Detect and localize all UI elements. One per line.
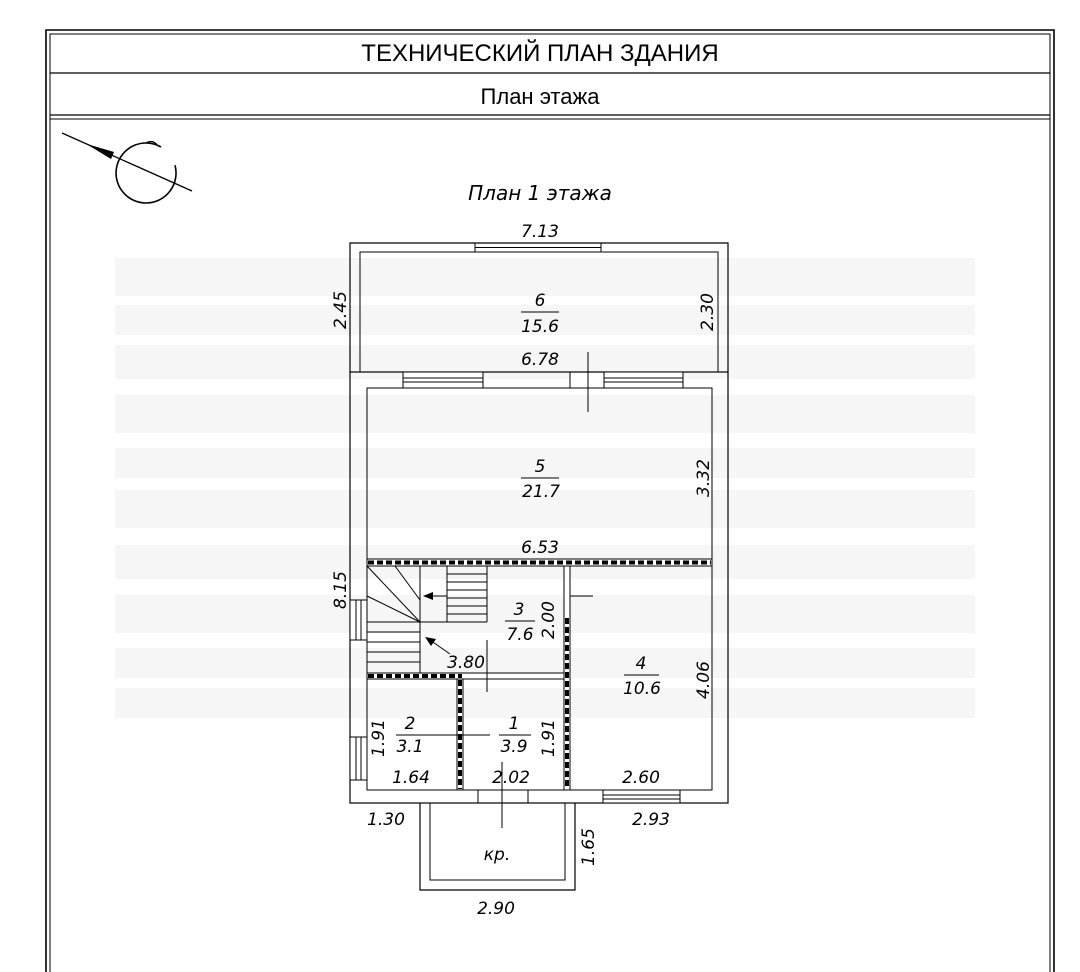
dimension-label: 7.13: [521, 222, 559, 242]
north-arrow-line: [61, 132, 193, 192]
watermark-band: [115, 395, 975, 433]
window-frame: [402, 371, 484, 389]
room-label-1: 1 3.9: [499, 714, 531, 757]
window-frame: [349, 736, 368, 781]
dimension-label: 2.00: [539, 601, 559, 639]
dimension-label: 6.78: [521, 350, 559, 370]
frame-inner-border: [49, 33, 1051, 972]
sheet-title: ТЕХНИЧЕСКИЙ ПЛАН ЗДАНИЯ: [361, 39, 718, 67]
compass-tick: [145, 140, 159, 147]
stair-arrow-head: [425, 637, 436, 646]
floor-plan-title: План 1 этажа: [468, 181, 612, 205]
room-number: 4: [636, 654, 647, 674]
dimension-label: 2.45: [331, 291, 351, 329]
entrance-door: [477, 762, 529, 828]
door-gap: [479, 791, 527, 802]
stair-winder: [366, 565, 421, 623]
window-frame: [603, 371, 684, 389]
partition-outline: [366, 672, 565, 680]
compass-icon: [61, 132, 193, 204]
stair-arrow-head: [423, 592, 433, 600]
sheet-subtitle: План этажа: [481, 84, 601, 109]
outer-wall: [349, 242, 729, 372]
dimension-label: 3.32: [694, 459, 714, 497]
dimension-label: 3.80: [447, 653, 485, 673]
porch: [419, 803, 576, 891]
dimension-label: 2.60: [622, 768, 660, 788]
stair-winder: [366, 595, 421, 623]
dimension-label: 8.15: [331, 571, 351, 609]
partition-wall-room4: [563, 565, 571, 791]
room-area: 3.9: [500, 737, 527, 757]
porch-inner-line: [429, 803, 566, 881]
room-label-4: 4 10.6: [623, 654, 661, 699]
room-number: 1: [509, 714, 520, 734]
dimension-label: 6.53: [521, 538, 559, 558]
stair-winder: [394, 565, 421, 601]
staircase: [366, 565, 488, 673]
north-arrow-head: [86, 143, 114, 159]
window-frame: [602, 789, 681, 804]
room-number: 5: [535, 457, 546, 477]
outer-wall: [349, 371, 729, 804]
dimension-label: 1.65: [579, 828, 599, 866]
room-label-3: 3 7.6: [505, 600, 535, 645]
frame-outer-border: [45, 29, 1055, 972]
porch-label: кр.: [484, 845, 510, 865]
window: [349, 736, 368, 781]
room-number: 3: [514, 600, 525, 620]
room-area: 10.6: [623, 679, 661, 699]
dimension-label: 2.30: [698, 293, 718, 331]
dimension-label: 2.90: [477, 899, 515, 919]
door-gap: [571, 373, 603, 387]
partition-wall-room5: [366, 558, 713, 567]
window: [402, 371, 484, 389]
room-number: 6: [535, 291, 546, 311]
dimension-label: 2.02: [492, 768, 530, 788]
dimension-label: 1.64: [392, 768, 430, 788]
room-6-walls: [349, 242, 729, 372]
window: [603, 371, 684, 389]
inner-wall: [366, 387, 713, 791]
window-frame: [349, 599, 368, 641]
room-area: 7.6: [506, 625, 533, 645]
compass-circle: [115, 142, 177, 204]
document-frame: [45, 29, 1055, 972]
room-label-6: 6 15.6: [521, 291, 559, 337]
room-area: 3.1: [396, 737, 423, 757]
partition-wall-room3: [366, 672, 565, 680]
inner-wall: [359, 251, 719, 372]
room-label-2: 2 3.1: [396, 714, 490, 757]
window: [602, 789, 681, 804]
window: [349, 599, 368, 641]
main-walls: [349, 371, 729, 804]
room-area: 21.7: [522, 482, 560, 502]
porch-outline: [419, 803, 576, 891]
room-label-5: 5 21.7: [521, 457, 560, 502]
room-area: 15.6: [521, 317, 559, 337]
dimension-label: 2.93: [632, 810, 670, 830]
room-number: 2: [405, 714, 416, 734]
watermark-band: [115, 688, 975, 718]
dimension-label: 1.30: [367, 810, 405, 830]
dimension-label: 1.91: [369, 719, 389, 757]
floor-plan: 6 15.6 5 21.7 3 7.6 4 10.6 2 3.1 1 3.9: [331, 222, 729, 919]
dimension-label: 4.06: [694, 661, 714, 699]
dimension-label: 1.91: [539, 719, 559, 757]
